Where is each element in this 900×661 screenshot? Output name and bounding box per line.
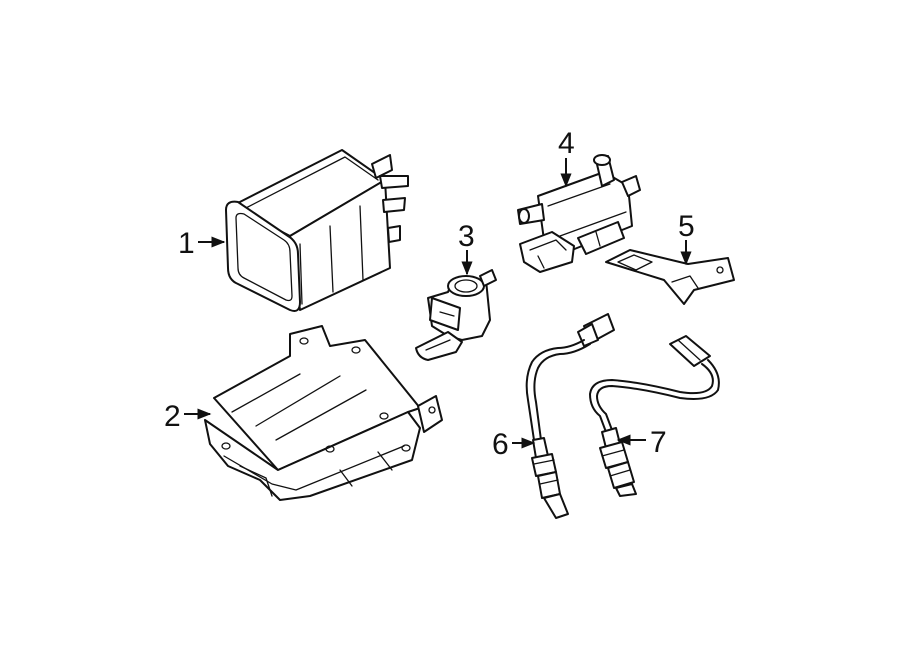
callout-2: 2 bbox=[164, 400, 212, 433]
callout-2-label: 2 bbox=[164, 400, 181, 433]
solenoid-bracket[interactable] bbox=[605, 249, 735, 305]
canister-bracket[interactable] bbox=[204, 325, 443, 501]
upstream-oxygen-sensor[interactable] bbox=[525, 313, 615, 519]
vapor-canister[interactable] bbox=[225, 149, 409, 312]
purge-valve[interactable] bbox=[415, 269, 497, 361]
callout-3-label: 3 bbox=[458, 220, 475, 253]
callout-6-label: 6 bbox=[492, 428, 509, 461]
callout-7: 7 bbox=[616, 426, 667, 459]
callout-1-label: 1 bbox=[178, 227, 195, 260]
callout-3: 3 bbox=[458, 220, 475, 276]
callout-4-label: 4 bbox=[558, 127, 575, 160]
callout-5-label: 5 bbox=[678, 210, 695, 243]
downstream-oxygen-sensor[interactable] bbox=[589, 335, 720, 497]
callout-5: 5 bbox=[678, 210, 695, 266]
callout-7-label: 7 bbox=[650, 426, 667, 459]
callout-1: 1 bbox=[178, 227, 226, 260]
vent-control-solenoid[interactable] bbox=[517, 154, 641, 273]
callout-6: 6 bbox=[492, 428, 536, 461]
callout-4: 4 bbox=[558, 127, 575, 188]
